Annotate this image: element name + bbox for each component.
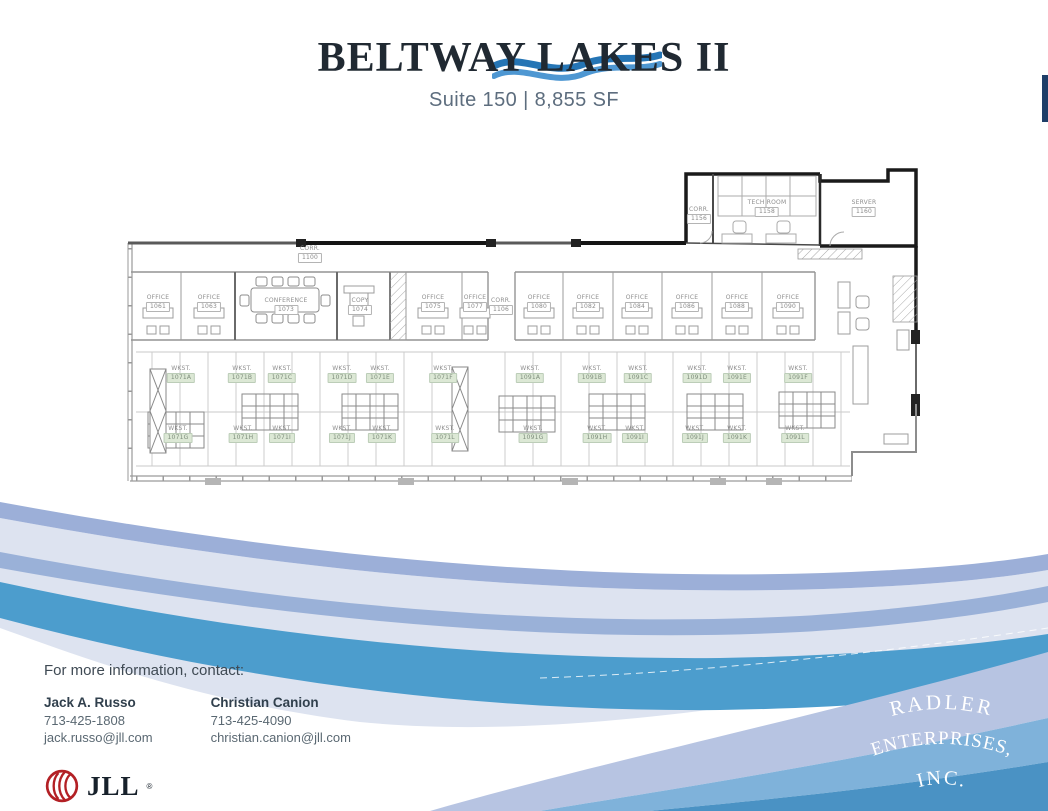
svg-text:RADLER: RADLER bbox=[887, 690, 997, 721]
page-edge-accent bbox=[1042, 75, 1048, 122]
contact-person: Jack A. Russo 713-425-1808 jack.russo@jl… bbox=[44, 695, 153, 746]
svg-text:ENTERPRISES,: ENTERPRISES, bbox=[868, 728, 1015, 761]
radler-line2: ENTERPRISES, bbox=[868, 728, 1014, 761]
radler-line1: RADLER bbox=[887, 690, 994, 721]
contact-name: Jack A. Russo bbox=[44, 695, 136, 710]
contact-phone: 713-425-1808 bbox=[44, 713, 125, 728]
jll-logo: JLL ® bbox=[44, 768, 351, 804]
contact-email: jack.russo@jll.com bbox=[44, 730, 153, 745]
radler-line3: INC. bbox=[915, 767, 968, 793]
contact-name: Christian Canion bbox=[210, 695, 319, 710]
suite-subtitle: Suite 150 | 8,855 SF bbox=[429, 89, 619, 111]
title-wave-icon bbox=[492, 51, 662, 81]
contact-person: Christian Canion 713-425-4090 christian.… bbox=[211, 695, 351, 746]
svg-text:INC.: INC. bbox=[915, 767, 970, 793]
contact-email: christian.canion@jll.com bbox=[210, 730, 351, 745]
registered-mark: ® bbox=[146, 781, 153, 791]
radler-enterprises-logo: RADLER ENTERPRISES, INC. bbox=[868, 690, 1015, 793]
header: BELTWAY LAKES II Suite 150 | 8,855 SF bbox=[0, 34, 1048, 112]
contact-phone: 713-425-4090 bbox=[210, 713, 292, 728]
page-title: BELTWAY LAKES II bbox=[317, 35, 731, 81]
jll-rings-icon bbox=[45, 769, 79, 803]
contact-heading: For more information, contact: bbox=[44, 662, 245, 679]
jll-wordmark: JLL bbox=[87, 770, 140, 801]
contact-block: For more information, contact: Jack A. R… bbox=[44, 662, 351, 804]
